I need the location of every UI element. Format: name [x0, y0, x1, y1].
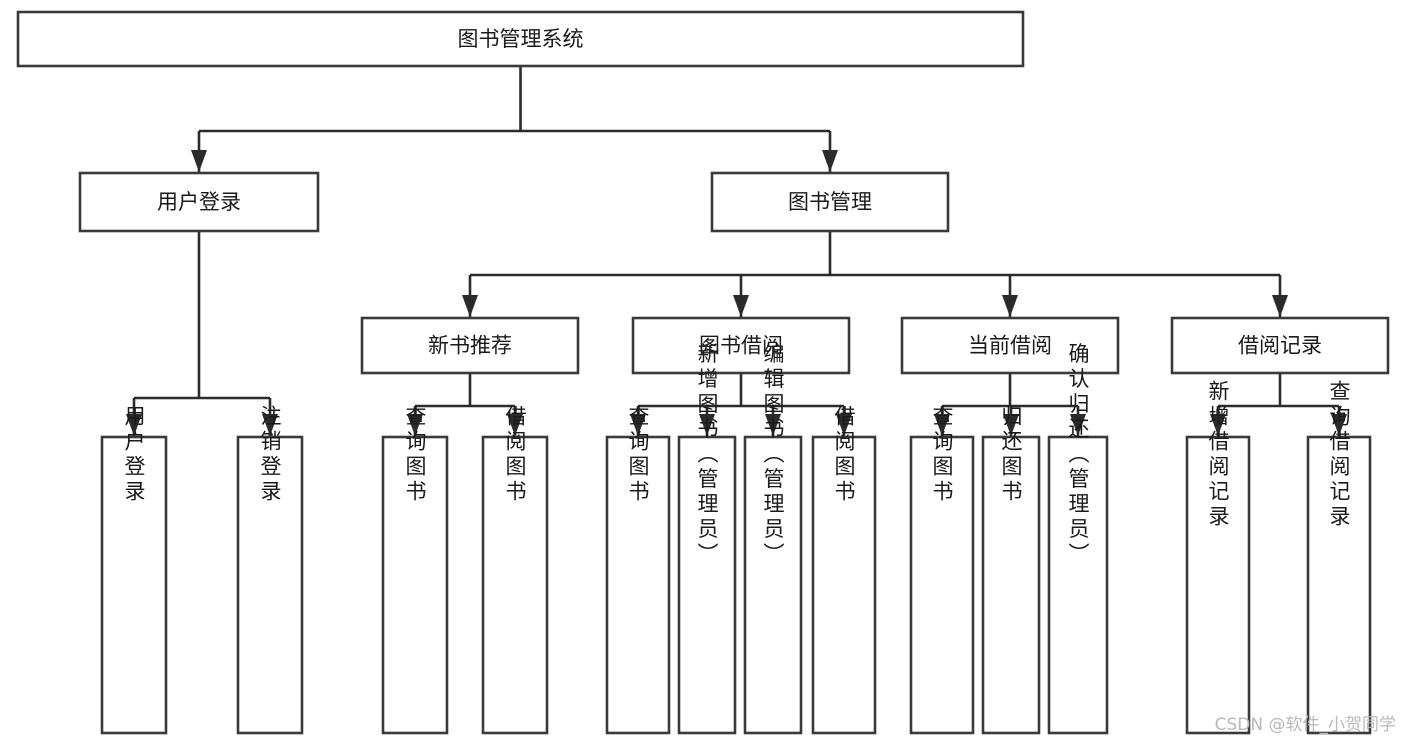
- book-manage-to-l2-arrow-0: [462, 295, 478, 317]
- node-leaf-confirm-return-box: [1047, 435, 1109, 735]
- node-user-login[interactable]: 用户登录: [78, 171, 320, 233]
- node-leaf-return-book[interactable]: 归还图书: [981, 405, 1041, 735]
- node-leaf-borrow-book-2[interactable]: 借阅图书: [811, 405, 877, 735]
- node-book-borrow[interactable]: 图书借阅: [631, 316, 851, 375]
- node-root-book-management-system[interactable]: 图书管理系统: [16, 10, 1025, 68]
- node-book-borrow-label: 图书借阅: [699, 334, 783, 358]
- node-leaf-query-book-1-label: 查询图书: [403, 405, 427, 505]
- node-borrow-record-label: 借阅记录: [1238, 334, 1322, 358]
- node-leaf-user-logout-box: [236, 435, 304, 735]
- node-leaf-borrow-book-2-box: [811, 435, 877, 735]
- node-leaf-query-record-box: [1306, 435, 1372, 735]
- user-login-to-leaves-arrow-0: [126, 414, 142, 436]
- node-book-manage[interactable]: 图书管理: [710, 171, 950, 233]
- book-borrow-to-leaves-arrow-1: [699, 414, 715, 436]
- node-leaf-query-book-1[interactable]: 查询图书: [381, 405, 449, 735]
- node-leaf-return-book-box: [981, 435, 1041, 735]
- node-leaf-add-record[interactable]: 新增借阅记录: [1185, 380, 1251, 735]
- node-current-borrow[interactable]: 当前借阅: [900, 316, 1120, 375]
- node-leaf-query-book-2[interactable]: 查询图书: [605, 405, 671, 735]
- node-leaf-user-logout-label: 注销登录: [258, 405, 282, 505]
- node-leaf-query-book-3-box: [909, 435, 975, 735]
- node-leaf-edit-book-label: 编辑图书（管理员）: [761, 343, 785, 568]
- borrow-record-to-leaves-arrow-0: [1210, 414, 1226, 436]
- current-borrow-to-leaves-arrow-0: [934, 414, 950, 436]
- node-leaf-query-book-1-box: [381, 435, 449, 735]
- book-borrow-to-leaves-arrow-3: [836, 414, 852, 436]
- current-borrow-to-leaves-arrow-1: [1003, 414, 1019, 436]
- book-borrow-to-leaves-arrow-2: [765, 414, 781, 436]
- node-leaf-query-record[interactable]: 查询借阅记录: [1306, 380, 1372, 735]
- node-leaf-add-book-label: 新增图书（管理员）: [695, 343, 719, 568]
- csdn-watermark: CSDN @软件_小贺同学: [1215, 715, 1396, 735]
- node-book-manage-box: [710, 171, 950, 233]
- book-borrow-to-leaves-arrow-0: [630, 414, 646, 436]
- node-borrow-record-box: [1170, 316, 1390, 375]
- node-leaf-query-book-3-label: 查询图书: [930, 405, 954, 505]
- node-leaf-user-logout[interactable]: 注销登录: [236, 405, 304, 735]
- node-root-book-management-system-label: 图书管理系统: [458, 27, 584, 51]
- current-borrow-to-leaves-arrow-2: [1070, 414, 1086, 436]
- node-leaf-borrow-book-1[interactable]: 借阅图书: [481, 405, 549, 735]
- node-leaf-confirm-return[interactable]: 确认归还（管理员）: [1047, 343, 1109, 735]
- book-manage-to-l2-arrow-2: [1002, 295, 1018, 317]
- node-leaf-query-record-label: 查询借阅记录: [1327, 380, 1351, 530]
- nodes-layer: 图书管理系统用户登录图书管理新书推荐图书借阅当前借阅借阅记录用户登录注销登录查询…: [16, 10, 1390, 735]
- node-leaf-borrow-book-1-label: 借阅图书: [503, 405, 527, 505]
- node-book-borrow-box: [631, 316, 851, 375]
- node-root-book-management-system-box: [16, 10, 1025, 68]
- node-new-book-rec[interactable]: 新书推荐: [360, 316, 580, 375]
- node-user-login-box: [78, 171, 320, 233]
- node-leaf-query-book-2-label: 查询图书: [626, 405, 650, 505]
- new-book-rec-to-leaves-arrow-1: [507, 414, 523, 436]
- root-to-l1-arrow-0: [191, 150, 207, 172]
- book-manage-to-l2-arrow-3: [1272, 295, 1288, 317]
- node-leaf-borrow-book-1-box: [481, 435, 549, 735]
- node-leaf-query-book-3[interactable]: 查询图书: [909, 405, 975, 735]
- node-leaf-edit-book-box: [743, 435, 803, 735]
- node-leaf-add-record-box: [1185, 435, 1251, 735]
- node-current-borrow-label: 当前借阅: [968, 334, 1052, 358]
- node-user-login-label: 用户登录: [157, 190, 241, 214]
- node-leaf-query-book-2-box: [605, 435, 671, 735]
- user-login-to-leaves-arrow-1: [262, 414, 278, 436]
- node-leaf-confirm-return-label: 确认归还（管理员）: [1066, 343, 1090, 568]
- node-leaf-user-login-box: [100, 435, 168, 735]
- node-leaf-add-record-label: 新增借阅记录: [1206, 380, 1230, 530]
- node-leaf-borrow-book-2-label: 借阅图书: [832, 405, 856, 505]
- node-leaf-edit-book[interactable]: 编辑图书（管理员）: [743, 343, 803, 735]
- root-to-l1-arrow-1: [822, 150, 838, 172]
- borrow-record-to-leaves-arrow-1: [1331, 414, 1347, 436]
- node-leaf-add-book[interactable]: 新增图书（管理员）: [677, 343, 737, 735]
- book-manage-to-l2-arrow-1: [733, 295, 749, 317]
- node-leaf-add-book-box: [677, 435, 737, 735]
- node-current-borrow-box: [900, 316, 1120, 375]
- node-new-book-rec-box: [360, 316, 580, 375]
- connectors-layer: [126, 66, 1347, 436]
- new-book-rec-to-leaves-arrow-0: [407, 414, 423, 436]
- node-leaf-return-book-label: 归还图书: [999, 405, 1023, 505]
- node-book-manage-label: 图书管理: [788, 190, 872, 214]
- node-borrow-record[interactable]: 借阅记录: [1170, 316, 1390, 375]
- node-new-book-rec-label: 新书推荐: [428, 334, 512, 358]
- node-leaf-user-login[interactable]: 用户登录: [100, 405, 168, 735]
- node-leaf-user-login-label: 用户登录: [122, 405, 146, 505]
